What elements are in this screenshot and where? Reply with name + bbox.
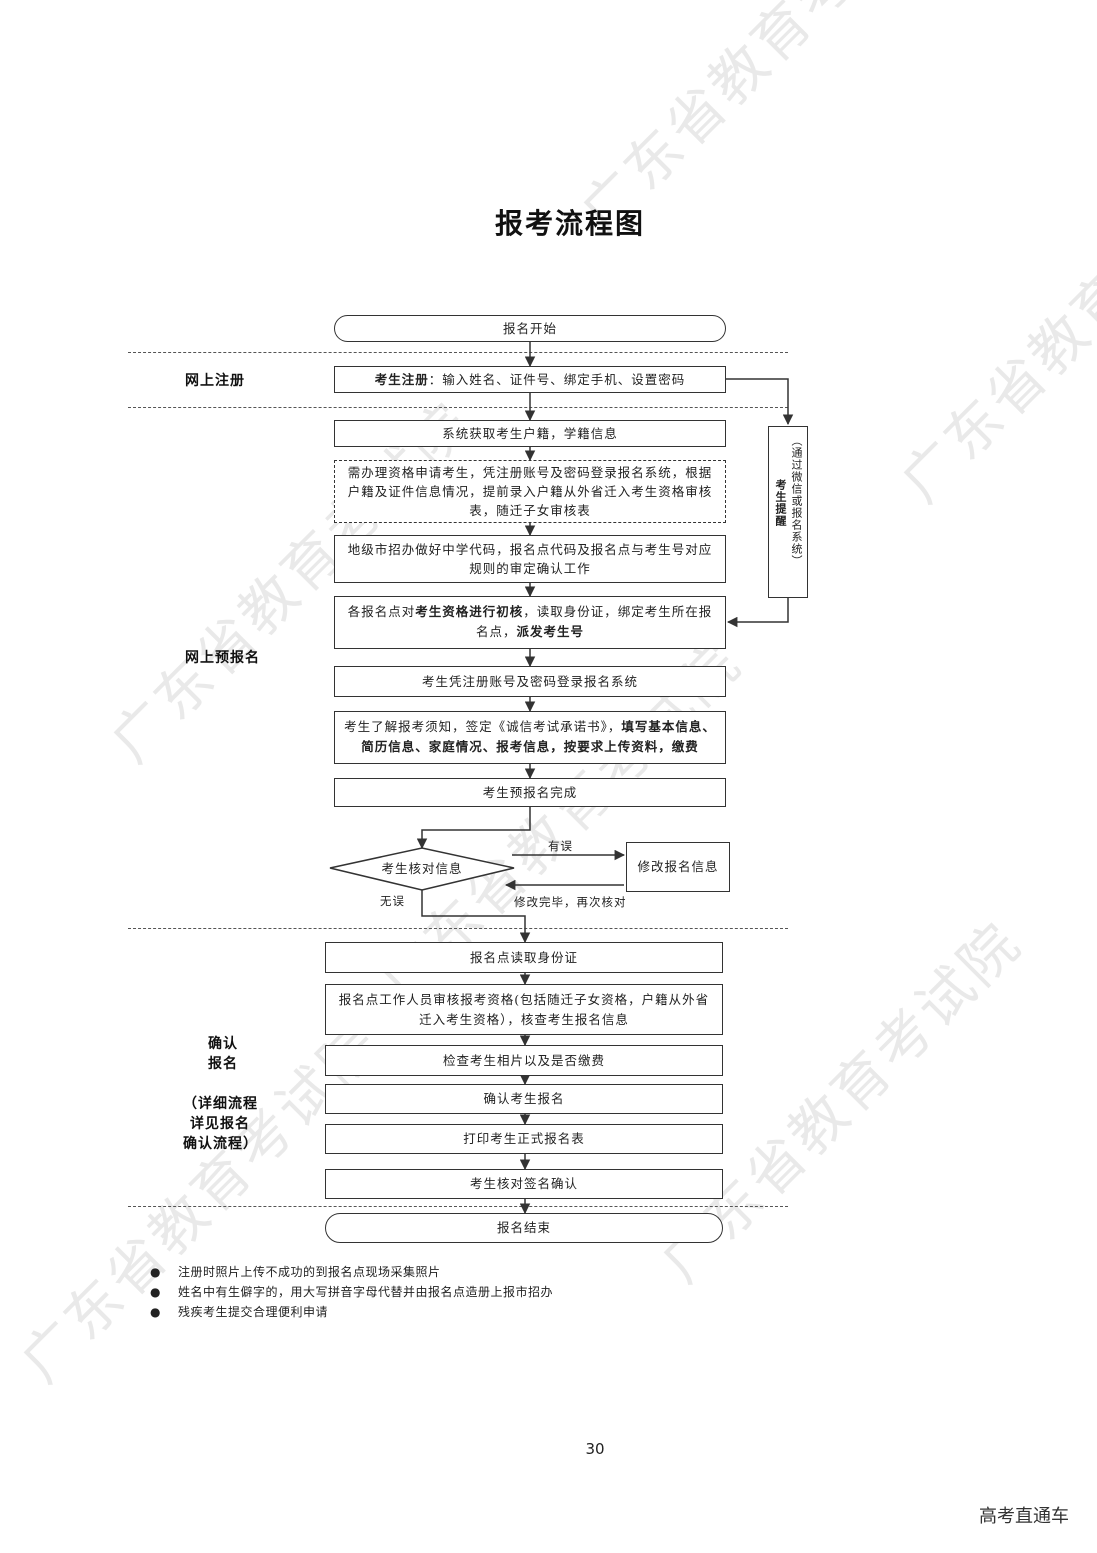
step-site-bold: 考生资格进行初核	[415, 604, 524, 619]
step-qualification: 需办理资格申请考生，凭注册账号及密码登录报名系统，根据户籍及证件信息情况，提前录…	[334, 460, 726, 523]
side-reminder-label: 考生提醒	[774, 479, 787, 527]
section-label-confirm-detail: 详见报名	[190, 1116, 250, 1132]
side-reminder-channel: （通过微信或报名系统）	[790, 435, 803, 567]
step-fill-text: 考生了解报考须知，签定《诚信考试承诺书》，	[344, 719, 622, 734]
section-divider	[128, 407, 788, 408]
list-item: ●注册时照片上传不成功的到报名点现场采集照片	[150, 1265, 441, 1279]
list-item: ●姓名中有生僻字的，用大写拼音字母代替并由报名点造册上报市招办	[150, 1285, 554, 1299]
page-number: 30	[585, 1440, 605, 1458]
list-item: ●残疾考生提交合理便利申请	[150, 1305, 329, 1319]
notes-list: ●注册时照片上传不成功的到报名点现场采集照片 ●姓名中有生僻字的，用大写拼音字母…	[150, 1262, 553, 1322]
step-site-check: 各报名点对考生资格进行初核，读取身份证，绑定考生所在报名点，派发考生号	[334, 596, 726, 649]
step-sign: 考生核对签名确认	[325, 1169, 723, 1199]
section-label-confirm: 确认	[208, 1036, 238, 1052]
branch-recheck-label: 修改完毕，再次核对	[514, 895, 627, 909]
step-register-bold: 考生注册	[374, 371, 429, 387]
step-city-office: 地级市招办做好中学代码，报名点代码及报名点与考生号对应规则的审定确认工作	[334, 535, 726, 583]
step-pre-done: 考生预报名完成	[334, 778, 726, 807]
check-diamond	[329, 847, 515, 891]
branch-ok-label: 无误	[380, 894, 405, 908]
step-site-text: ，读取身份证，绑定考生所在报名点，	[475, 604, 713, 639]
step-audit: 报名点工作人员审核报考资格(包括随迁子女资格，户籍从外省迁入考生资格），核查考生…	[325, 984, 723, 1035]
step-fill-info: 考生了解报考须知，签定《诚信考试承诺书》，填写基本信息、简历信息、家庭情况、报考…	[334, 711, 726, 764]
section-label-confirm: 报名	[208, 1056, 238, 1072]
step-start: 报名开始	[334, 315, 726, 342]
step-get-info: 系统获取考生户籍，学籍信息	[334, 420, 726, 447]
section-divider	[128, 1206, 788, 1207]
branch-error-label: 有误	[548, 839, 573, 853]
section-label-online-pre-register: 网上预报名	[185, 650, 260, 666]
section-label-online-register: 网上注册	[185, 373, 245, 389]
step-register-text: ：输入姓名、证件号、绑定手机、设置密码	[428, 371, 686, 387]
page-title: 报考流程图	[494, 207, 645, 240]
side-reminder-box: 考生提醒 （通过微信或报名系统）	[768, 426, 808, 598]
step-login: 考生凭注册账号及密码登录报名系统	[334, 666, 726, 697]
step-site-bold: 派发考生号	[516, 624, 585, 639]
step-modify: 修改报名信息	[626, 842, 730, 892]
step-end: 报名结束	[325, 1213, 723, 1243]
step-fill-bold: 填写基本信息、简历信息、家庭情况、报考信息，按要求上传资料，缴费	[361, 719, 716, 754]
step-register: 考生注册：输入姓名、证件号、绑定手机、设置密码	[334, 366, 726, 393]
section-divider	[128, 352, 788, 353]
step-print: 打印考生正式报名表	[325, 1124, 723, 1154]
section-label-confirm-detail: 确认流程）	[183, 1136, 258, 1152]
step-photo-fee: 检查考生相片以及是否缴费	[325, 1045, 723, 1076]
section-divider	[128, 928, 788, 929]
step-read-id: 报名点读取身份证	[325, 942, 723, 973]
step-check-label: 考生核对信息	[381, 861, 463, 876]
brand-label: 高考直通车	[979, 1506, 1069, 1527]
step-confirm: 确认考生报名	[325, 1084, 723, 1114]
section-label-confirm-detail: （详细流程	[183, 1096, 258, 1112]
step-site-text: 各报名点对	[347, 604, 416, 619]
